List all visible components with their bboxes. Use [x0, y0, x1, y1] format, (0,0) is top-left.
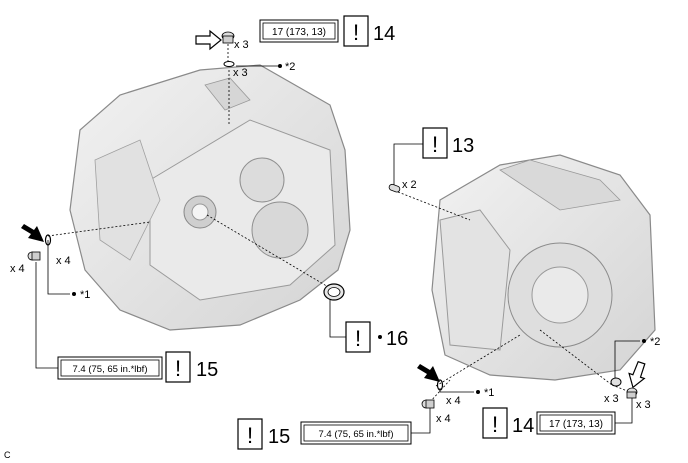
- solid-arrow-icon: [21, 224, 44, 242]
- caution-exclamation-mark: !: [492, 412, 498, 437]
- top-torque-value: 17 (173, 13): [272, 27, 326, 38]
- caution-box-icon: [422, 127, 448, 159]
- br-bolt-qty: x 4: [436, 413, 451, 425]
- bolt-icon: [221, 31, 235, 44]
- pin-callout: ! 13 x 2: [388, 127, 474, 193]
- o-ring-icon: [436, 379, 444, 391]
- top-callout: x 3 17 (173, 13) ! 14 x 3 *2: [195, 15, 395, 79]
- caution-exclamation-mark: !: [432, 132, 438, 157]
- caution-box-icon: [237, 418, 263, 450]
- corner-code: C: [4, 450, 11, 460]
- br-bolt2-qty: x 3: [636, 399, 651, 411]
- solid-arrow-icon: [417, 364, 440, 382]
- o-ring-icon: [223, 61, 235, 67]
- caution-exclamation-mark: !: [355, 326, 361, 351]
- seal-callout: ! 16: [323, 283, 408, 353]
- caution-exclamation-mark: !: [353, 20, 359, 45]
- left-ring-qty: x 4: [56, 255, 71, 267]
- br-ref-number-14: 14: [512, 415, 534, 437]
- br-torque-value: 7.4 (75, 65 in.*lbf): [319, 429, 394, 440]
- br-torque-value-2: 17 (173, 13): [549, 419, 603, 430]
- bullet-dot: [642, 339, 646, 343]
- caution-box-icon: [343, 15, 369, 47]
- bullet-dot: [378, 335, 382, 339]
- left-torque-value: 7.4 (75, 65 in.*lbf): [73, 364, 148, 375]
- o-ring-icon: [610, 377, 622, 387]
- left-bolt-qty: x 4: [10, 263, 25, 275]
- bullet-dot: [278, 64, 282, 68]
- bolt-icon: [27, 251, 41, 261]
- br-note2-ref: *2: [650, 336, 660, 348]
- bottom-right-callout: x 4 *1 x 4 ! 15 7.4 (75, 65 in.*lbf) ! 1…: [237, 336, 660, 450]
- caution-box-icon: [345, 321, 371, 353]
- caution-box-icon: [482, 407, 508, 439]
- hollow-arrow-icon: [628, 360, 646, 389]
- br-ring-qty: x 4: [446, 395, 461, 407]
- br-note1-ref: *1: [484, 387, 494, 399]
- hollow-arrow-icon: [195, 29, 222, 51]
- br-torque-box-2: [536, 411, 616, 435]
- right-transmission-housing: [431, 154, 656, 381]
- bolt-icon: [626, 387, 638, 399]
- br-ref-number-15: 15: [268, 426, 290, 448]
- left-ref-number: 15: [196, 359, 218, 381]
- bullet-dot: [476, 390, 480, 394]
- pin-ref-number: 13: [452, 135, 474, 157]
- seal-ref-number: 16: [386, 328, 408, 350]
- dowel-pin-icon: [388, 183, 401, 193]
- bolt-icon: [421, 399, 435, 409]
- o-ring-icon: [44, 234, 52, 246]
- top-ref-number: 14: [373, 23, 395, 45]
- left-torque-box: [57, 356, 163, 380]
- leader-lines: [47, 40, 631, 403]
- top-bolt-qty: x 3: [234, 39, 249, 51]
- left-callout: x 4 x 4 *1 7.4 (75, 65 in.*lbf) ! 15: [10, 224, 218, 383]
- bullet-dot: [72, 292, 76, 296]
- left-note-ref: *1: [80, 289, 90, 301]
- top-note-ref: *2: [285, 61, 295, 73]
- top-torque-box: [259, 19, 339, 43]
- br-ring2-qty: x 3: [604, 393, 619, 405]
- caution-exclamation-mark: !: [175, 356, 181, 381]
- caution-box-icon: [165, 351, 191, 383]
- left-transaxle-housing: [69, 64, 351, 331]
- top-ring-qty: x 3: [233, 67, 248, 79]
- pin-qty: x 2: [402, 179, 417, 191]
- br-torque-box: [300, 421, 412, 445]
- caution-exclamation-mark: !: [247, 423, 253, 448]
